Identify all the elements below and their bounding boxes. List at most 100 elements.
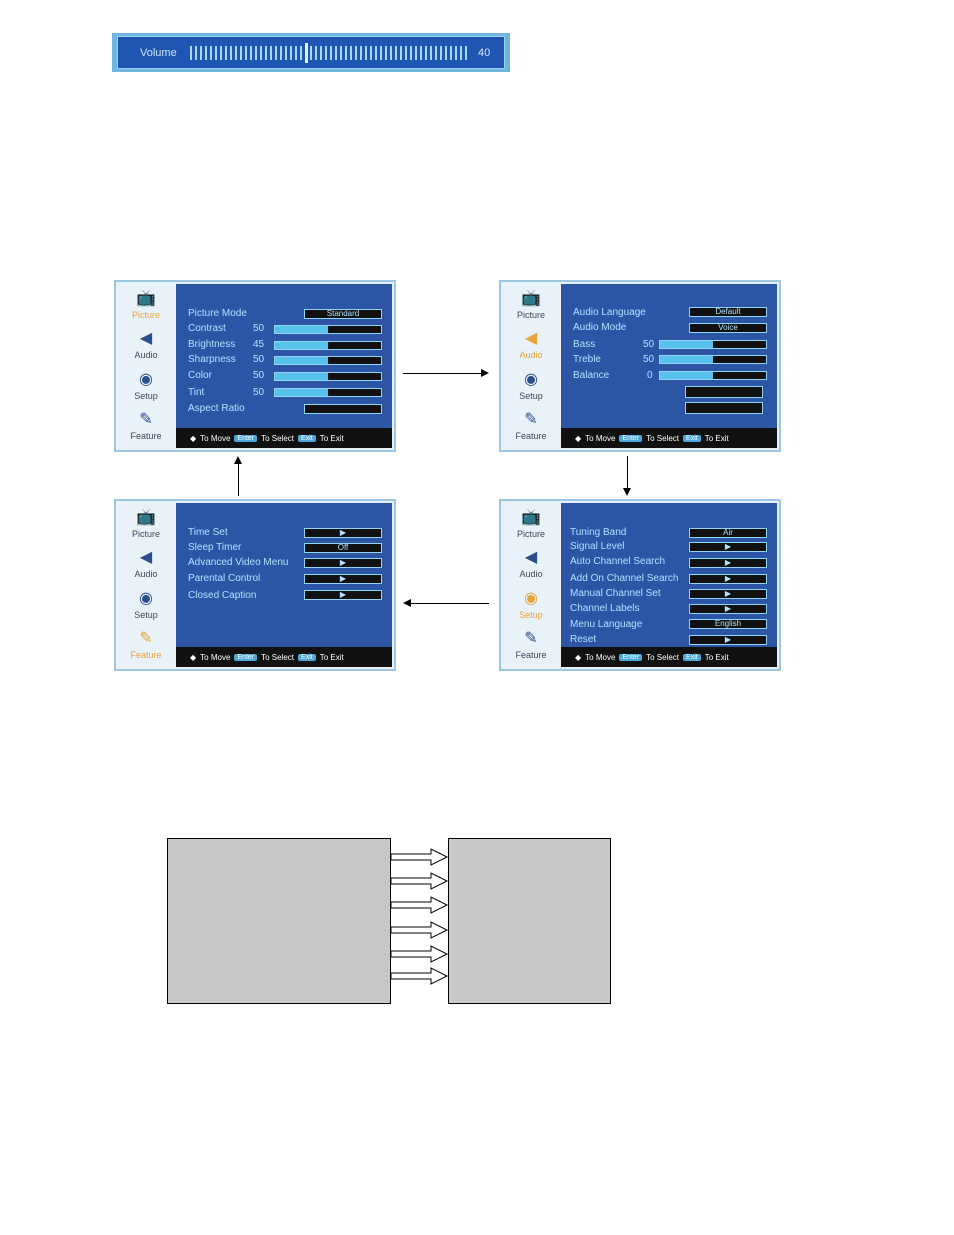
row-label: Menu Language xyxy=(570,619,643,630)
manual-channel-set-value[interactable]: ▶ xyxy=(689,589,767,599)
advanced-video-menu-value[interactable]: ▶ xyxy=(304,558,382,568)
reset-value[interactable]: ▶ xyxy=(689,635,767,645)
tab-feature[interactable]: ✎ Feature xyxy=(503,407,559,447)
satellite-dish-icon: ◉ xyxy=(139,371,153,388)
tab-setup[interactable]: ◉ Setup xyxy=(118,367,174,407)
treble-slider[interactable] xyxy=(659,355,767,364)
diagram-connector-arrows xyxy=(391,848,449,985)
tab-label: Setup xyxy=(519,391,543,401)
bass-slider[interactable] xyxy=(659,340,767,349)
aspect-ratio-value[interactable] xyxy=(304,404,382,414)
connector-arrow xyxy=(391,848,449,866)
brightness-slider[interactable] xyxy=(274,341,382,350)
tab-setup[interactable]: ◉ Setup xyxy=(118,586,174,626)
tab-label: Audio xyxy=(519,350,543,360)
connector-arrow xyxy=(391,872,449,890)
row-label: Channel Labels xyxy=(570,603,640,614)
time-set-value[interactable]: ▶ xyxy=(304,528,382,538)
slider-fill xyxy=(660,341,713,348)
tab-setup[interactable]: ◉ Setup xyxy=(503,367,559,407)
tuning-band-value[interactable]: Air xyxy=(689,528,767,538)
slider-fill xyxy=(275,373,328,380)
auto-channel-search-value[interactable]: ▶ xyxy=(689,558,767,568)
tab-label: Picture xyxy=(516,310,545,320)
tab-feature[interactable]: ✎ Feature xyxy=(118,407,174,447)
up-down-arrow-icon: ◆ xyxy=(190,433,197,443)
row-label: Tint xyxy=(188,387,205,398)
connector-arrow xyxy=(391,921,449,939)
row-label: Audio Mode xyxy=(573,322,627,333)
volume-osd-bar: Volume 40 xyxy=(112,33,510,72)
arrow-picture-to-audio xyxy=(403,373,481,374)
arrow-head-up xyxy=(234,456,242,464)
signal-level-value[interactable]: ▶ xyxy=(689,542,767,552)
menu-sidebar: 📺 Picture ◀ Audio ◉ Setup ✎ Feature xyxy=(116,282,176,450)
up-down-arrow-icon: ◆ xyxy=(190,652,197,662)
row-label: Advanced Video Menu xyxy=(188,557,289,568)
contrast-slider[interactable] xyxy=(274,325,382,334)
add-on-channel-search-value[interactable]: ▶ xyxy=(689,574,767,584)
balance-slider[interactable] xyxy=(659,371,767,380)
volume-level-marker xyxy=(305,43,308,63)
row-label: Balance xyxy=(573,370,610,381)
hint-select: To Select xyxy=(646,652,680,662)
sharpness-slider[interactable] xyxy=(274,356,382,365)
sleep-timer-value[interactable]: Off xyxy=(304,543,382,553)
tab-audio[interactable]: ◀ Audio xyxy=(118,545,174,585)
row-label: Treble xyxy=(573,354,601,365)
tools-icon: ✎ xyxy=(524,411,538,428)
row-value: 50 xyxy=(253,370,265,381)
audio-language-value[interactable]: Default xyxy=(689,307,767,317)
arrow-feature-to-picture xyxy=(238,464,239,496)
audio-empty-slot xyxy=(685,402,763,414)
closed-caption-value[interactable]: ▶ xyxy=(304,590,382,600)
satellite-dish-icon: ◉ xyxy=(524,590,538,607)
satellite-dish-icon: ◉ xyxy=(139,590,153,607)
tint-slider[interactable] xyxy=(274,388,382,397)
slider-fill xyxy=(275,326,328,333)
row-label: Brightness xyxy=(188,339,236,350)
row-label: Reset xyxy=(570,634,597,645)
hint-move: To Move xyxy=(585,433,616,443)
color-slider[interactable] xyxy=(274,372,382,381)
hint-move: To Move xyxy=(200,433,231,443)
menu-sidebar: 📺 Picture ◀ Audio ◉ Setup ✎ Feature xyxy=(501,282,561,450)
slider-fill xyxy=(660,372,713,379)
audio-mode-value[interactable]: Voice xyxy=(689,323,767,333)
channel-labels-value[interactable]: ▶ xyxy=(689,604,767,614)
tab-label: Setup xyxy=(519,610,543,620)
tab-picture[interactable]: 📺 Picture xyxy=(118,286,174,326)
feature-menu: 📺 Picture ◀ Audio ◉ Setup ✎ Feature Time… xyxy=(114,499,396,671)
slider-fill xyxy=(275,389,328,396)
tab-picture[interactable]: 📺 Picture xyxy=(118,505,174,545)
tab-setup[interactable]: ◉ Setup xyxy=(503,586,559,626)
hint-select: To Select xyxy=(646,433,680,443)
arrow-setup-to-feature xyxy=(411,603,489,604)
row-label: Aspect Ratio xyxy=(188,403,245,414)
volume-level-slider[interactable] xyxy=(190,46,468,60)
audio-empty-slot xyxy=(685,386,763,398)
tab-audio[interactable]: ◀ Audio xyxy=(503,326,559,366)
row-label: Auto Channel Search xyxy=(570,556,666,567)
row-label: Color xyxy=(188,370,212,381)
menu-footer-hints: ◆ To Move Enter To Select Exit To Exit xyxy=(176,428,392,448)
menu-sidebar: 📺 Picture ◀ Audio ◉ Setup ✎ Feature xyxy=(116,501,176,669)
volume-label: Volume xyxy=(140,47,177,59)
menu-footer-hints: ◆ To Move Enter To Select Exit To Exit xyxy=(176,647,392,667)
tab-feature[interactable]: ✎ Feature xyxy=(118,626,174,666)
parental-control-value[interactable]: ▶ xyxy=(304,574,382,584)
tab-feature[interactable]: ✎ Feature xyxy=(503,626,559,666)
arrow-head-right xyxy=(481,369,489,377)
exit-key-badge: Exit xyxy=(298,653,316,661)
picture-mode-value[interactable]: Standard xyxy=(304,309,382,319)
tab-label: Feature xyxy=(130,431,162,441)
hint-exit: To Exit xyxy=(319,652,344,662)
tab-picture[interactable]: 📺 Picture xyxy=(503,286,559,326)
tab-label: Audio xyxy=(519,569,543,579)
tab-audio[interactable]: ◀ Audio xyxy=(503,545,559,585)
tab-picture[interactable]: 📺 Picture xyxy=(503,505,559,545)
tab-audio[interactable]: ◀ Audio xyxy=(118,326,174,366)
volume-value: 40 xyxy=(478,47,491,59)
menu-language-value[interactable]: English xyxy=(689,619,767,629)
tab-label: Picture xyxy=(131,310,160,320)
